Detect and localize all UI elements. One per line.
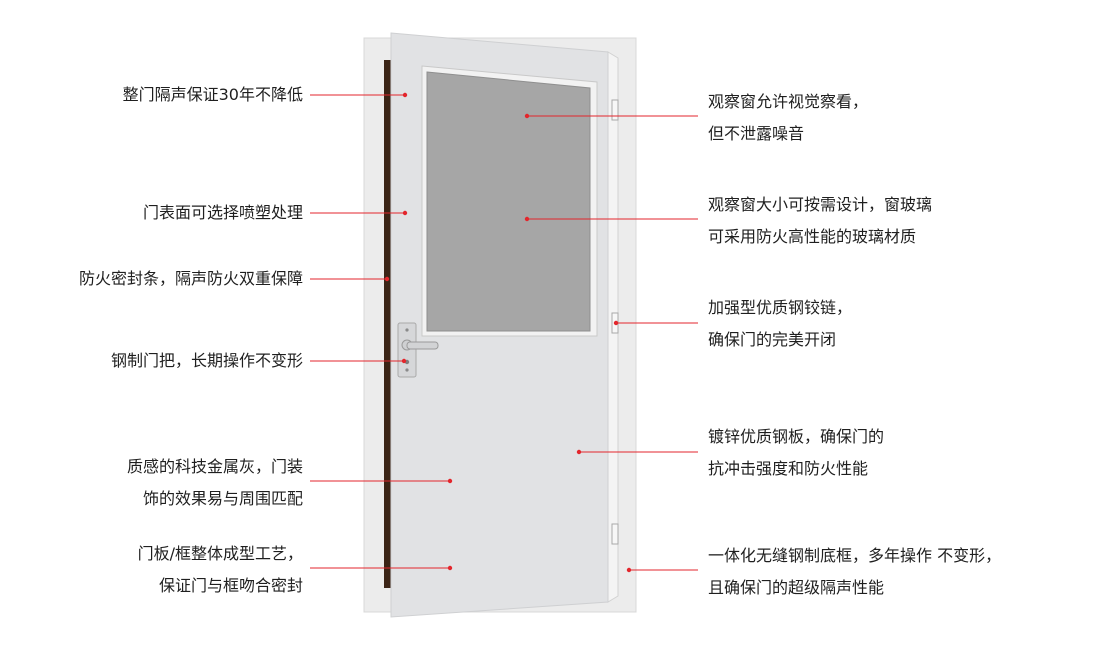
callout-line: 可采用防火高性能的玻璃材质 xyxy=(708,227,917,246)
hinge-top xyxy=(611,99,619,121)
leader-dot-bottom-frame xyxy=(626,567,632,573)
leader-dot-window-view xyxy=(524,113,530,119)
callout-line: 镀锌优质钢板，确保门的 xyxy=(708,427,885,446)
callout-bottom-frame: 一体化无缝钢制底框，多年操作 不变形， 且确保门的超级隔声性能 xyxy=(708,540,1001,604)
callout-metal-gray: 质感的科技金属灰，门装 饰的效果易与周围匹配 xyxy=(127,451,303,515)
callout-galvanized: 镀锌优质钢板，确保门的 抗冲击强度和防火性能 xyxy=(708,421,884,485)
callout-one-piece: 门板/框整体成型工艺， 保证门与框吻合密封 xyxy=(138,538,303,602)
callout-line: 防火密封条，隔声防火双重保障 xyxy=(78,269,303,288)
leader-dot-metal-gray xyxy=(447,478,453,484)
callout-line: 门表面可选择喷塑处理 xyxy=(142,203,303,222)
leader-dot-fire-seal xyxy=(384,276,390,282)
callout-line: 观察窗大小可按需设计，窗玻璃 xyxy=(708,195,933,214)
callout-steel-handle: 钢制门把，长期操作不变形 xyxy=(111,345,303,377)
callout-spray-finish: 门表面可选择喷塑处理 xyxy=(143,197,303,229)
callout-line: 且确保门的超级隔声性能 xyxy=(708,578,885,597)
leader-dot-window-size xyxy=(524,216,530,222)
leader-dot-hinge xyxy=(613,320,619,326)
callout-line: 确保门的完美开闭 xyxy=(708,330,837,349)
callout-line: 饰的效果易与周围匹配 xyxy=(142,489,303,508)
fire-seal-strip xyxy=(384,60,391,588)
hinge-bottom xyxy=(611,523,619,545)
handle-screw-bottom xyxy=(405,368,409,372)
callout-hinge: 加强型优质钢铰链， 确保门的完美开闭 xyxy=(708,292,852,356)
callout-window-size: 观察窗大小可按需设计，窗玻璃 可采用防火高性能的玻璃材质 xyxy=(708,189,932,253)
callout-sound-30y: 整门隔声保证30年不降低 xyxy=(123,79,303,111)
callout-line: 门板/框整体成型工艺， xyxy=(137,544,303,563)
callout-line: 质感的科技金属灰，门装 xyxy=(126,457,303,476)
callout-line: 钢制门把，长期操作不变形 xyxy=(110,351,303,370)
leader-dot-galvanized xyxy=(576,449,582,455)
window-glass xyxy=(426,71,591,332)
leader-dot-spray-finish xyxy=(402,210,408,216)
callout-window-view: 观察窗允许视觉察看， 但不泄露噪音 xyxy=(708,86,868,150)
leader-dot-sound-30y xyxy=(402,92,408,98)
handle-screw-top xyxy=(405,328,409,332)
callout-line: 一体化无缝钢制底框，多年操作 不变形， xyxy=(708,546,1002,565)
callout-line: 观察窗允许视觉察看， xyxy=(708,92,869,111)
callout-line: 抗冲击强度和防火性能 xyxy=(708,459,869,478)
callout-line: 但不泄露噪音 xyxy=(708,124,805,143)
callout-line: 整门隔声保证30年不降低 xyxy=(122,85,303,104)
callout-fire-seal: 防火密封条，隔声防火双重保障 xyxy=(79,263,303,295)
callout-line: 加强型优质钢铰链， xyxy=(708,298,853,317)
leader-dot-one-piece xyxy=(447,565,453,571)
handle-lever xyxy=(406,341,439,350)
callout-line: 保证门与框吻合密封 xyxy=(158,576,303,595)
leader-dot-steel-handle xyxy=(401,358,407,364)
